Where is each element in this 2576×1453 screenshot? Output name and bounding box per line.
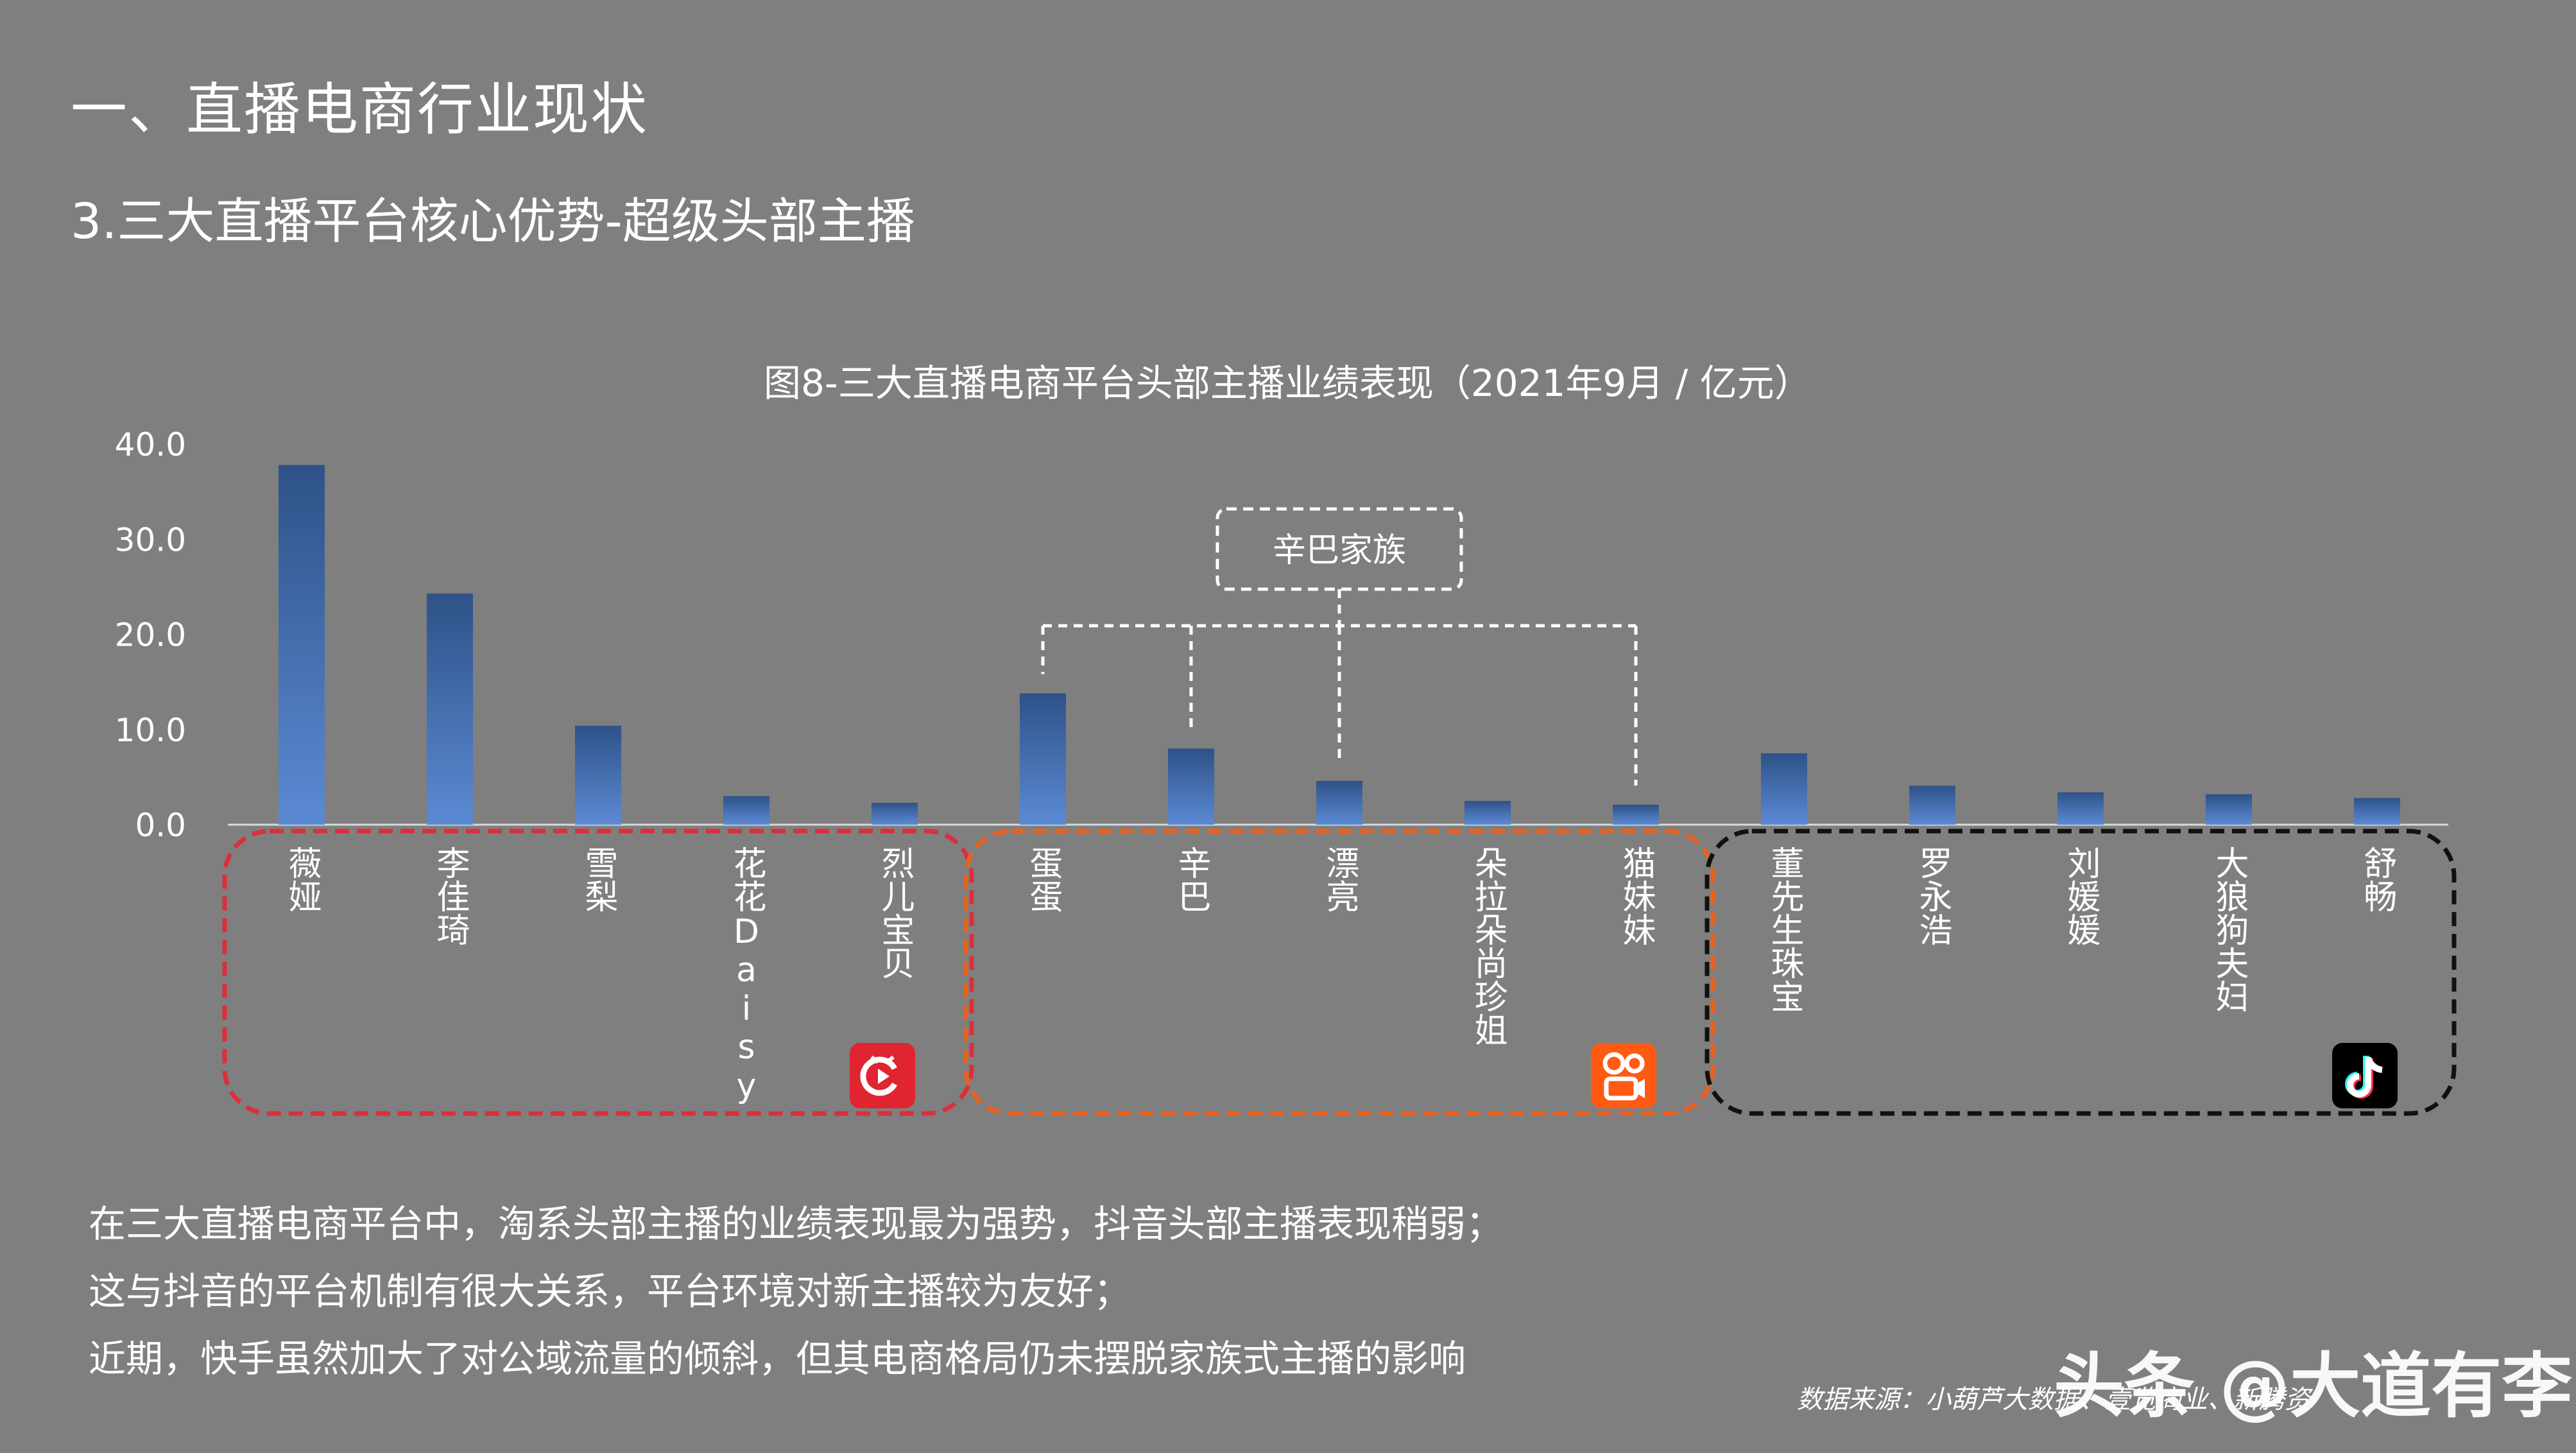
category-label: 朵拉朵尚珍姐: [1468, 846, 1507, 1046]
icon-glyph: [1624, 1053, 1645, 1074]
icon-glyph: [870, 1055, 895, 1064]
body-line-1: 在三大直播电商平台中，淘系头部主播的业绩表现最为强势，抖音头部主播表现稍弱；: [89, 1202, 1504, 1246]
douyin-icon: [2332, 1043, 2398, 1108]
platform-group-box: [1704, 829, 2457, 1116]
category-label: 大狼狗夫妇: [2210, 846, 2248, 1013]
watermark: 头条 @大道有李: [2054, 1345, 2573, 1427]
icon-glyph: [1602, 1052, 1626, 1075]
bar: [2206, 794, 2252, 825]
platform-groups: [222, 829, 2457, 1116]
category-label: 花花Daisy: [727, 846, 766, 1105]
y-tick-label: 20.0: [115, 617, 186, 654]
category-label: 罗永浩: [1913, 846, 1952, 946]
bar: [575, 725, 621, 825]
bar: [427, 593, 473, 825]
bar: [1613, 804, 1659, 825]
icon-glyph: [878, 1069, 889, 1084]
category-label: 董先生珠宝: [1765, 846, 1803, 1013]
category-label: 猫妹妹: [1617, 846, 1655, 946]
bar: [1316, 780, 1362, 825]
bar: [1464, 800, 1511, 825]
body-line-3: 近期，快手虽然加大了对公域流量的倾斜，但其电商格局仍未摆脱家族式主播的影响: [89, 1337, 1466, 1380]
category-label: 辛巴: [1172, 846, 1210, 913]
category-label: 烈儿宝贝: [875, 846, 914, 979]
bar: [1020, 693, 1066, 825]
category-label: 李佳琦: [431, 846, 469, 946]
category-label: 薇娅: [282, 846, 321, 913]
xinba-family-annotation: 辛巴家族: [1041, 507, 1638, 786]
category-label: 舒畅: [2358, 846, 2396, 913]
bar: [1168, 748, 1214, 825]
y-tick-label: 10.0: [115, 712, 186, 749]
bar: [279, 465, 325, 825]
bars: [279, 465, 2400, 825]
y-tick-label: 0.0: [135, 807, 186, 844]
category-label: 刘媛媛: [2061, 846, 2100, 946]
category-label: 漂亮: [1320, 846, 1359, 913]
bar: [1761, 753, 1807, 825]
platform-group-box: [222, 829, 974, 1116]
y-tick-label: 30.0: [115, 521, 186, 558]
bar: [2354, 798, 2400, 825]
icon-glyph: [860, 1056, 897, 1096]
category-label: 蛋蛋: [1024, 846, 1062, 913]
section-heading: 一、直播电商行业现状: [71, 76, 649, 142]
kuaishou-icon: [1591, 1043, 1656, 1108]
chart-title: 图8-三大直播电商平台头部主播业绩表现（2021年9月 / 亿元）: [764, 361, 1812, 405]
platform-group-box: [963, 829, 1715, 1116]
section-subheading: 3.三大直播平台核心优势-超级头部主播: [71, 193, 915, 250]
body-line-2: 这与抖音的平台机制有很大关系，平台环境对新主播较为友好；: [89, 1269, 1131, 1313]
x-axis-labels: 薇娅 李佳琦 雪梨 花花Daisy 烈儿宝贝 蛋蛋 辛巴 漂亮 朵拉朵尚珍姐 猫妹妹 董先生珠宝 罗永…: [282, 846, 2396, 1105]
annotation-label: 辛巴家族: [1273, 531, 1406, 570]
platform-icons: [850, 1043, 2398, 1108]
data-source-note: 数据来源：小葫芦大数据、壹览商业、新腾资: [1797, 1385, 2310, 1414]
annotation-box: [1215, 507, 1463, 591]
category-label: 雪梨: [579, 846, 617, 913]
bar: [2057, 792, 2104, 825]
taobao-live-icon: [850, 1043, 915, 1108]
icon-glyph: [1636, 1079, 1645, 1098]
bar: [872, 802, 918, 825]
y-axis: 0.0 10.0 20.0 30.0 40.0: [115, 426, 186, 844]
bar: [723, 796, 769, 825]
bar: [1909, 786, 1955, 825]
icon-glyph: [2347, 1057, 2383, 1097]
y-tick-label: 40.0: [115, 426, 186, 463]
